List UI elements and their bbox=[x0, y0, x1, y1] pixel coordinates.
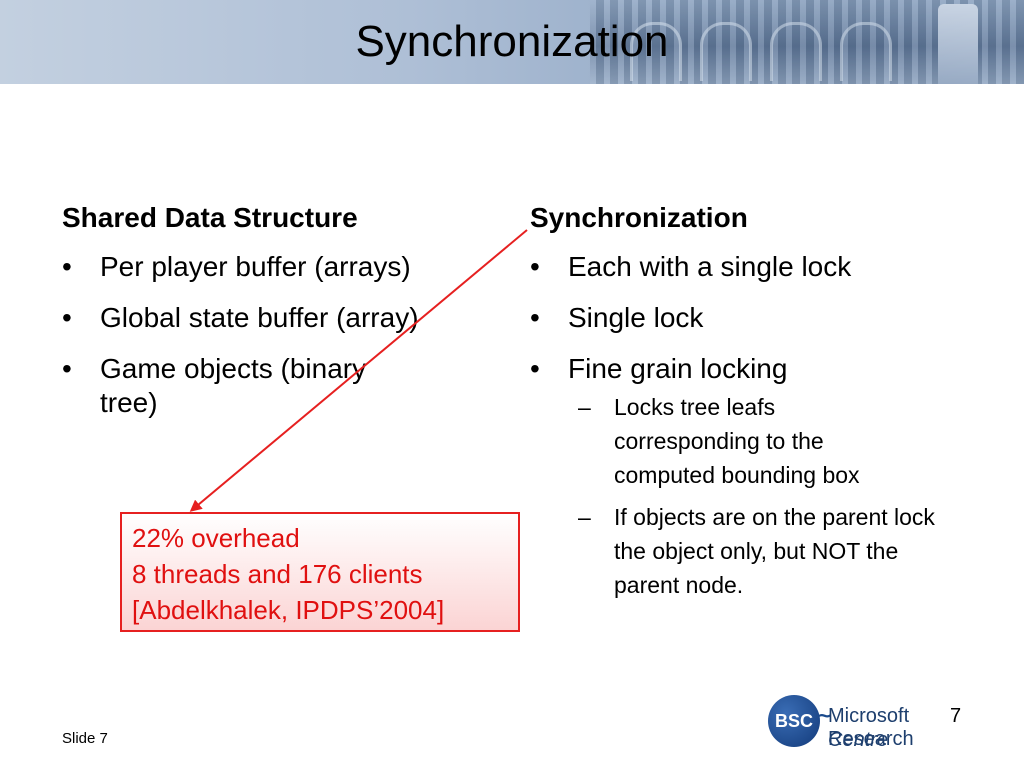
tower-decoration bbox=[938, 4, 978, 84]
arch-decoration bbox=[770, 22, 822, 81]
arch-decoration bbox=[840, 22, 892, 81]
logo-line-2: Centre bbox=[828, 729, 889, 751]
bullet-glyph: • bbox=[62, 353, 72, 384]
sub-bullet-text: If objects are on the parent lock the ob… bbox=[614, 504, 935, 598]
right-column-heading: Synchronization bbox=[530, 202, 748, 233]
dash-glyph: – bbox=[578, 394, 591, 420]
bullet-text: Each with a single lock bbox=[568, 251, 852, 282]
list-item: –Locks tree leafs corresponding to the c… bbox=[578, 390, 914, 492]
bullet-text: Per player buffer (arrays) bbox=[100, 251, 411, 282]
arch-decoration bbox=[630, 22, 682, 81]
bullet-text: Game objects (binary tree) bbox=[100, 353, 367, 418]
list-item: • Per player buffer (arrays) bbox=[62, 250, 502, 284]
list-item: • Each with a single lock bbox=[530, 250, 970, 284]
slide-footer-label: Slide 7 bbox=[62, 730, 108, 747]
header-photo bbox=[590, 0, 1024, 84]
sub-bullet-list: –Locks tree leafs corresponding to the c… bbox=[530, 390, 970, 602]
bullet-glyph: • bbox=[530, 251, 540, 282]
callout-line: [Abdelkhalek, IPDPS’2004] bbox=[132, 595, 445, 625]
bullet-text: Global state buffer (array) bbox=[100, 302, 419, 333]
logo-swoosh-icon: ~ bbox=[818, 703, 831, 728]
overhead-callout-box: 22% overhead 8 threads and 176 clients [… bbox=[120, 512, 520, 632]
right-bullet-list: • Each with a single lock • Single lock • F… bbox=[530, 250, 970, 386]
bullet-text: Fine grain locking bbox=[568, 353, 788, 384]
list-item: –If objects are on the parent lock the o… bbox=[578, 500, 954, 602]
list-item: • Global state buffer (array) bbox=[62, 301, 502, 335]
bullet-glyph: • bbox=[62, 251, 72, 282]
left-bullet-list: • Per player buffer (arrays) • Global stat… bbox=[62, 250, 502, 420]
bullet-glyph: • bbox=[62, 302, 72, 333]
callout-line: 8 threads and 176 clients bbox=[132, 559, 423, 589]
slide-title: Synchronization bbox=[355, 17, 669, 66]
left-column-heading: Shared Data Structure bbox=[62, 202, 358, 233]
bullet-glyph: • bbox=[530, 302, 540, 333]
logo-line-1: Microsoft Research bbox=[828, 705, 914, 750]
header-band bbox=[0, 0, 1024, 84]
list-item: • Fine grain locking bbox=[530, 352, 970, 386]
left-column: Shared Data Structure • Per player buffer… bbox=[62, 200, 502, 437]
page-number: 7 bbox=[950, 705, 962, 727]
bsc-badge: BSC bbox=[768, 695, 820, 747]
bsc-microsoft-logo: BSC ~ Microsoft Research Centre bbox=[768, 693, 998, 753]
list-item: • Game objects (binary tree) bbox=[62, 352, 430, 420]
list-item: • Single lock bbox=[530, 301, 970, 335]
right-column: Synchronization • Each with a single lock… bbox=[530, 200, 970, 610]
sub-bullet-text: Locks tree leafs corresponding to the co… bbox=[614, 394, 860, 488]
bullet-glyph: • bbox=[530, 353, 540, 384]
arch-decoration bbox=[700, 22, 752, 81]
bullet-text: Single lock bbox=[568, 302, 704, 333]
dash-glyph: – bbox=[578, 504, 591, 530]
callout-line: 22% overhead bbox=[132, 523, 300, 553]
